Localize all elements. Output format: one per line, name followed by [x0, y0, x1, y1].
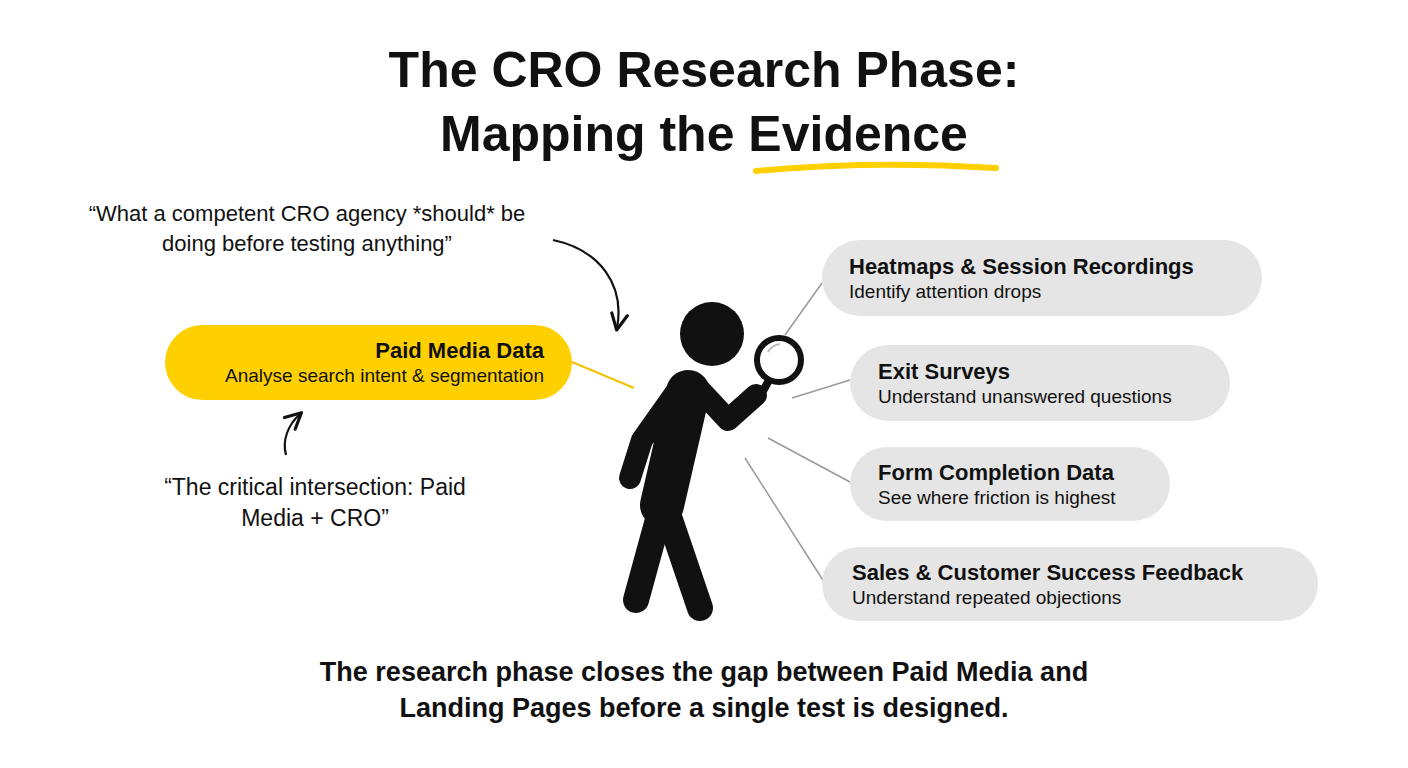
magnifier-handle [758, 382, 768, 400]
node-description: Understand unanswered questions [878, 385, 1210, 409]
figure-arm [630, 392, 676, 478]
callout-arrow [285, 414, 300, 455]
leader-line [792, 380, 850, 398]
source-pill: Heatmaps & Session RecordingsIdentify at… [822, 240, 1262, 316]
node-description: See where friction is highest [878, 486, 1152, 510]
source-pill: Sales & Customer Success FeedbackUnderst… [822, 547, 1318, 621]
node-description: Analyse search intent & segmentation [185, 364, 544, 388]
leader-line [768, 438, 850, 482]
node-description: Understand repeated objections [852, 586, 1300, 610]
highlight-pill: Paid Media DataAnalyse search intent & s… [165, 325, 572, 400]
node-heading: Sales & Customer Success Feedback [852, 559, 1300, 586]
figure-arm [700, 390, 756, 420]
magnifying-glass [757, 338, 801, 382]
leader-line [785, 283, 822, 335]
diagram-caption: The research phase closes the gap betwee… [264, 654, 1144, 726]
magnifier-glint [768, 344, 780, 352]
diagram-title: The CRO Research Phase: Mapping the Evid… [344, 38, 1064, 166]
leader-line [572, 362, 634, 388]
title-underline [756, 165, 996, 171]
node-heading: Exit Surveys [878, 358, 1210, 385]
node-heading: Paid Media Data [185, 337, 544, 364]
source-pill: Exit SurveysUnderstand unanswered questi… [850, 345, 1230, 421]
node-description: Identify attention drops [849, 280, 1242, 304]
callout-arrow [553, 240, 618, 328]
stick-figure [630, 302, 801, 608]
source-pill: Form Completion DataSee where friction i… [850, 447, 1170, 521]
annotation-note: “What a competent CRO agency *should* be… [62, 199, 552, 259]
annotation-note: “The critical intersection: Paid Media +… [150, 472, 480, 534]
node-heading: Heatmaps & Session Recordings [849, 253, 1242, 280]
figure-leg [665, 505, 700, 608]
node-heading: Form Completion Data [878, 459, 1152, 486]
figure-head [680, 302, 744, 366]
leader-line [745, 458, 826, 585]
